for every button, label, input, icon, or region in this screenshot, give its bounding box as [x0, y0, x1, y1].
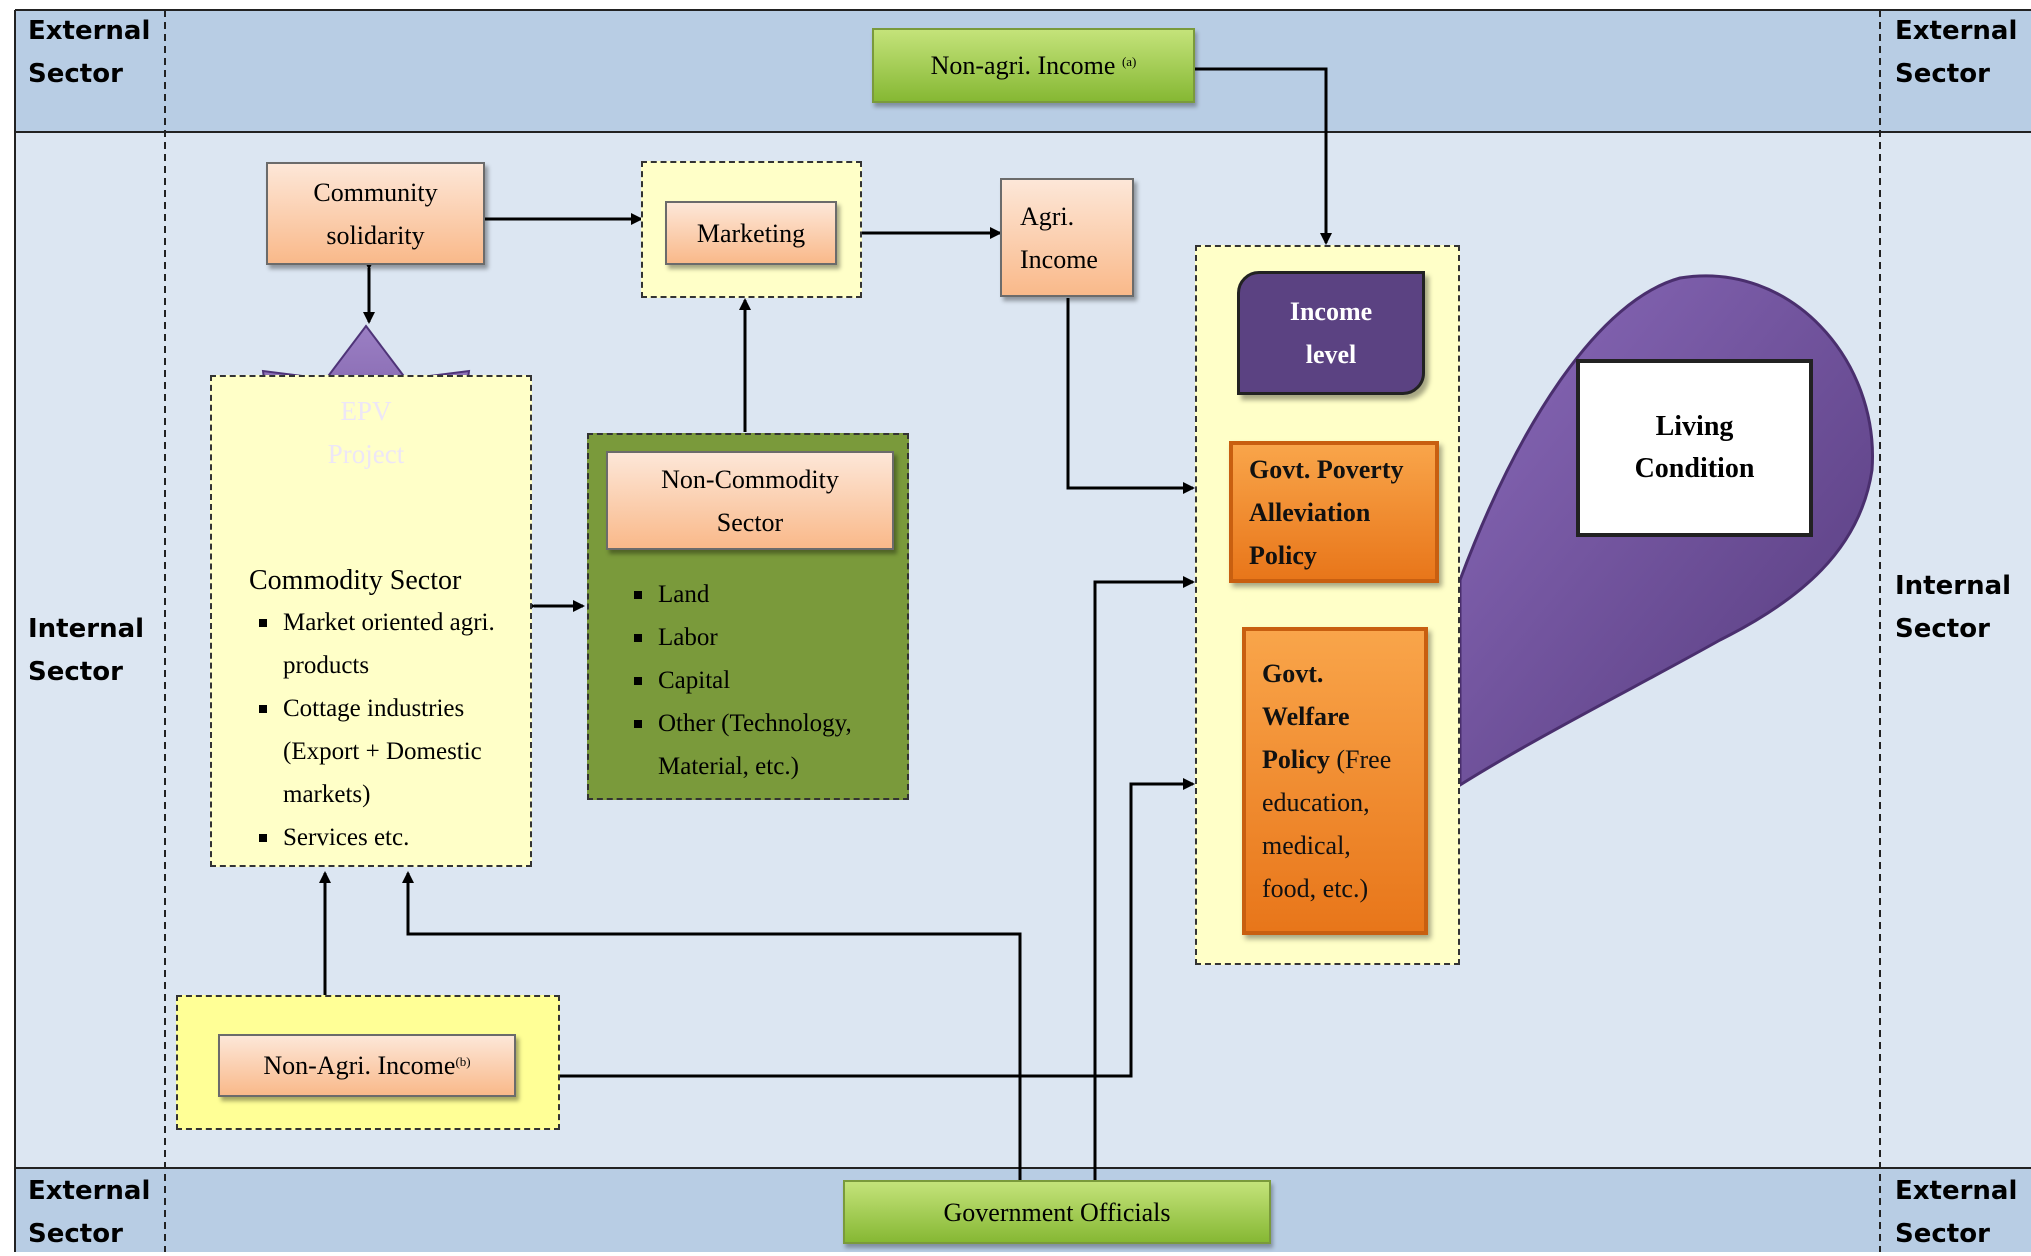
non-agri-income-b-text: Non-Agri. Income — [263, 1051, 456, 1080]
epv-project-line: EPV — [340, 396, 392, 426]
non-agri-income-b-label: Non-Agri. Income(b) — [263, 1044, 470, 1087]
sector-label-line: External — [1895, 16, 2018, 46]
non-commodity-sector-list: Land Labor Capital Other (Technology, Ma… — [630, 573, 898, 788]
sector-label-line: Sector — [28, 1219, 123, 1249]
non-agri-income-a-label: Non-agri. Income (a) — [931, 44, 1137, 87]
non-commodity-item: Other (Technology, Material, etc.) — [630, 702, 898, 788]
commodity-sector-item: Market oriented agri. products — [255, 601, 525, 687]
welfare-policy-line: Govt. — [1262, 659, 1324, 688]
community-solidarity-line: solidarity — [326, 220, 425, 250]
living-condition-line: Living — [1655, 411, 1734, 442]
sector-label-line: External — [28, 1176, 151, 1206]
arrow-officials-to-policy — [1093, 576, 1195, 1180]
sector-label-line: External — [28, 16, 151, 46]
sector-label-external-top-right: External Sector — [1895, 10, 2017, 96]
poverty-policy-line: Alleviation — [1249, 497, 1371, 527]
govt-welfare-policy-box: Govt. Welfare Policy (Free education, me… — [1242, 627, 1428, 935]
non-agri-income-a-text: Non-agri. Income — [930, 51, 1116, 80]
footnote-marker-a: (a) — [1121, 54, 1137, 69]
sector-label-external-bottom-right: External Sector — [1895, 1170, 2017, 1256]
welfare-policy-line: food, etc.) — [1262, 874, 1369, 903]
living-condition-box: Living Condition — [1576, 359, 1813, 537]
sector-label-internal-left: Internal Sector — [28, 608, 144, 694]
welfare-policy-line: Welfare — [1262, 702, 1350, 731]
commodity-sector-item: Cottage industries (Export + Domestic ma… — [255, 687, 525, 816]
welfare-policy-bold: Policy — [1262, 745, 1330, 774]
sector-label-line: Sector — [1895, 614, 1990, 644]
sector-label-external-top-left: External Sector — [28, 10, 150, 96]
welfare-policy-line: education, — [1262, 788, 1370, 817]
community-solidarity-line: Community — [313, 177, 438, 207]
agri-income-line: Income — [1020, 244, 1098, 274]
welfare-policy-text: (Free — [1336, 745, 1392, 774]
sector-label-external-bottom-left: External Sector — [28, 1170, 150, 1256]
sector-label-line: Internal — [28, 614, 145, 644]
sector-label-line: Sector — [1895, 59, 1990, 89]
sector-label-line: Sector — [28, 59, 123, 89]
arrow-officials-to-commodity — [402, 871, 1022, 1180]
commodity-sector-title: Commodity Sector — [249, 565, 462, 596]
welfare-policy-line: Policy (Free — [1262, 738, 1391, 781]
non-commodity-sector-line: Non-Commodity — [661, 464, 839, 494]
poverty-policy-line: Govt. Poverty — [1249, 454, 1404, 484]
living-condition-line: Condition — [1634, 453, 1755, 484]
arrow-agri-income-to-policy — [1066, 298, 1195, 494]
non-commodity-item: Capital — [630, 659, 898, 702]
non-agri-income-a-box: Non-agri. Income (a) — [872, 28, 1195, 103]
income-level-line: Income — [1289, 297, 1373, 326]
poverty-policy-line: Policy — [1249, 540, 1317, 570]
sector-label-line: Sector — [1895, 1219, 1990, 1249]
agri-income-line: Agri. — [1020, 201, 1075, 231]
commodity-sector-list: Market oriented agri. products Cottage i… — [255, 601, 525, 859]
epv-project-line: Project — [327, 439, 405, 469]
income-level-line: level — [1305, 340, 1357, 369]
marketing-label: Marketing — [696, 218, 806, 248]
epv-project-label: EPV Project — [286, 383, 446, 483]
non-agri-income-b-box: Non-Agri. Income(b) — [218, 1034, 516, 1097]
govt-poverty-alleviation-policy-box: Govt. Poverty Alleviation Policy — [1229, 441, 1439, 583]
community-solidarity-box: Community solidarity — [266, 162, 485, 265]
commodity-sector-item: Services etc. — [255, 816, 525, 859]
sector-label-internal-right: Internal Sector — [1895, 565, 2011, 651]
sector-label-line: Sector — [28, 657, 123, 687]
non-commodity-item: Labor — [630, 616, 898, 659]
income-level-box: Income level — [1237, 271, 1425, 395]
government-officials-label: Government Officials — [943, 1197, 1171, 1227]
sector-label-line: External — [1895, 1176, 2018, 1206]
non-commodity-item: Land — [630, 573, 898, 616]
non-commodity-sector-box: Non-Commodity Sector — [606, 451, 894, 550]
non-commodity-sector-line: Sector — [716, 507, 784, 537]
marketing-box: Marketing — [665, 201, 837, 265]
arrow-non-agri-b-to-welfare — [560, 778, 1195, 1078]
sector-label-line: Internal — [1895, 571, 2012, 601]
government-officials-box: Government Officials — [843, 1180, 1271, 1244]
welfare-policy-line: medical, — [1262, 831, 1351, 860]
arrow-non-agri-income-a-to-policy — [1195, 67, 1332, 245]
footnote-marker-b: (b) — [455, 1054, 471, 1069]
agri-income-box: Agri. Income — [1000, 178, 1134, 297]
